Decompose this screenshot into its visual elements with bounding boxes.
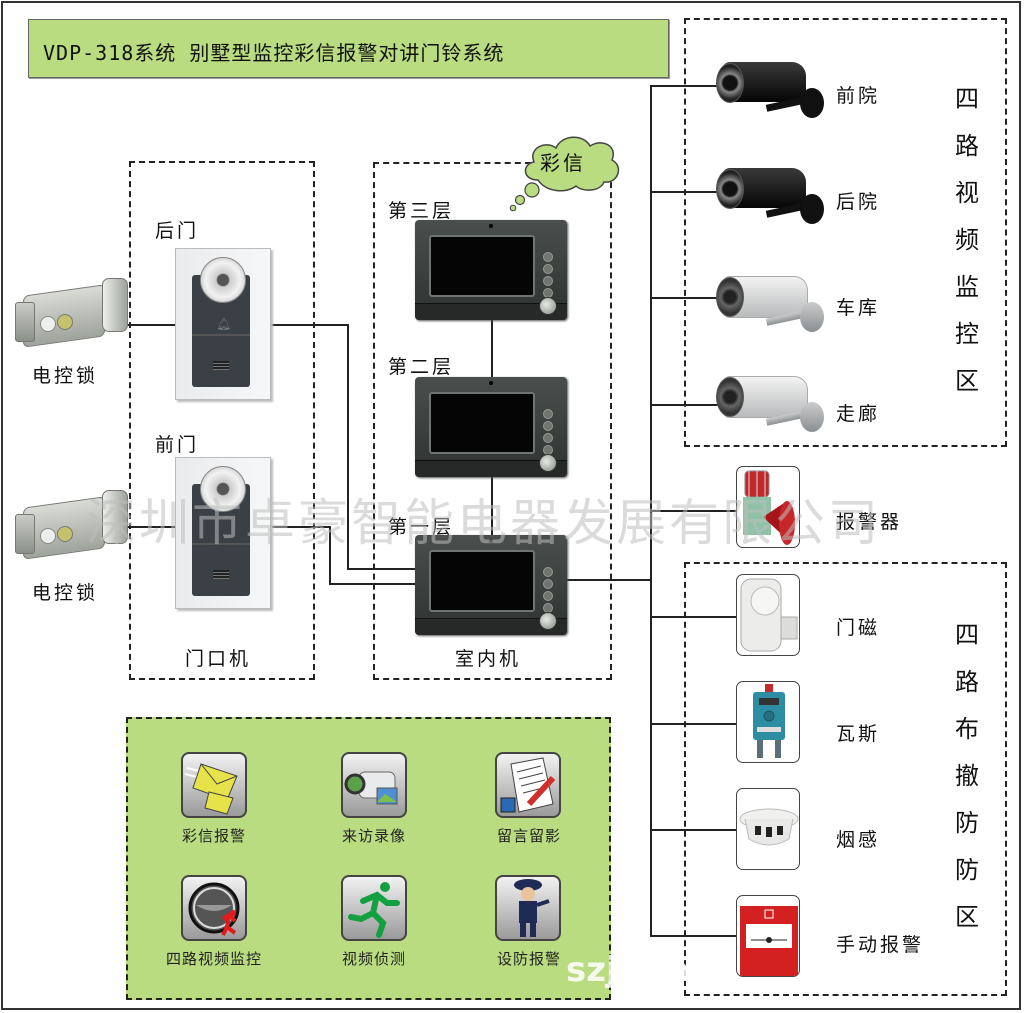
wire (329, 583, 415, 585)
wire (650, 723, 736, 725)
dome-camera-runner-icon (188, 882, 240, 936)
camera-back-yard[interactable] (716, 164, 828, 230)
wire (347, 568, 415, 570)
wire (650, 616, 736, 618)
diagram-title: VDP-318系统 别墅型监控彩信报警对讲门铃系统 (43, 41, 505, 65)
speaker-grille-icon (213, 361, 229, 370)
camera-lens-icon (716, 63, 744, 103)
monitor-screen (429, 550, 535, 612)
feature-tile-message[interactable] (495, 752, 561, 818)
unlock-key-icon (539, 454, 557, 472)
wire (567, 579, 651, 581)
wire (100, 324, 175, 326)
camera-label: 车库 (836, 297, 881, 319)
gas-detector-icon (753, 684, 785, 758)
front-door-label: 前门 (155, 434, 200, 456)
alarm-siren[interactable] (736, 466, 800, 548)
front-door-station[interactable] (175, 457, 271, 609)
unlock-key-icon (539, 297, 557, 315)
monitor-screen (429, 392, 535, 454)
mms-bubble-label: 彩信 (540, 151, 586, 175)
camera-lens-icon (716, 169, 744, 209)
indoor-unit-group-label: 室内机 (455, 648, 522, 670)
electric-lock-label: 电控锁 (32, 582, 99, 604)
camera-garage[interactable] (716, 272, 828, 338)
floor-label-3: 第三层 (388, 200, 455, 222)
sensor-label: 门磁 (836, 617, 881, 639)
title-banner: VDP-318系统 别墅型监控彩信报警对讲门铃系统 (28, 19, 669, 78)
camera-label: 后院 (836, 191, 881, 213)
wire (650, 829, 736, 831)
door-unit-group (129, 161, 315, 680)
wire (268, 324, 348, 326)
sensor-label: 烟感 (836, 829, 881, 851)
wire (100, 526, 175, 528)
door-camera-icon (200, 257, 246, 303)
bell-icon: 🔔︎ (216, 317, 232, 331)
electric-lock-label: 电控锁 (32, 365, 99, 387)
wire (347, 324, 349, 569)
feature-label: 视频侦测 (341, 950, 407, 968)
video-monitoring-zone (684, 18, 1007, 447)
wire (268, 526, 330, 528)
smoke-detector-sensor[interactable] (736, 788, 800, 870)
mms-thought-bubble (509, 136, 620, 212)
feature-label: 设防报警 (496, 950, 562, 968)
feature-tile-mms-alarm[interactable] (181, 752, 247, 818)
video-zone-title: 四路视频监控区 (955, 85, 979, 395)
indoor-unit-group (373, 162, 612, 680)
feature-label: 四路视频监控 (165, 950, 263, 968)
indoor-monitor-floor-1[interactable] (415, 535, 567, 635)
indoor-monitor-floor-2[interactable] (415, 377, 567, 477)
door-unit-group-label: 门口机 (185, 648, 252, 670)
camera-lens-icon (716, 377, 744, 417)
monitor-screen (429, 235, 535, 297)
feature-tile-video-detection[interactable] (341, 875, 407, 941)
defense-zone (684, 562, 1007, 996)
guard-icon (514, 879, 550, 937)
indoor-monitor-floor-3[interactable] (415, 220, 567, 320)
floor-label-1: 第一层 (388, 516, 455, 538)
manual-alarm-button[interactable] (736, 895, 800, 977)
mms-envelope-icon (184, 763, 238, 815)
electric-lock-front[interactable] (15, 490, 128, 560)
rear-door-label: 后门 (155, 220, 200, 242)
camcorder-icon (344, 771, 398, 805)
feature-label: 彩信报警 (181, 827, 247, 845)
rear-door-station[interactable]: 🔔︎ (175, 248, 271, 400)
camera-corridor[interactable] (716, 372, 828, 438)
memo-pencil-icon (500, 757, 556, 813)
gas-detector-sensor[interactable] (736, 681, 800, 763)
sensor-label: 瓦斯 (836, 723, 881, 745)
wire (491, 320, 493, 378)
wire (650, 510, 736, 512)
camera-label: 前院 (836, 85, 881, 107)
running-man-icon (348, 882, 400, 938)
feature-tile-arming-alarm[interactable] (495, 875, 561, 941)
camera-label: 走廊 (836, 403, 881, 425)
door-magnet-icon (740, 578, 798, 652)
smoke-detector-icon (739, 808, 799, 846)
camera-lens-icon (716, 277, 744, 317)
sensor-label: 手动报警 (836, 934, 925, 956)
alarm-siren-label: 报警器 (836, 511, 903, 533)
door-magnet-sensor[interactable] (736, 574, 800, 656)
camera-front-yard[interactable] (716, 58, 828, 124)
manual-alarm-icon (740, 906, 798, 976)
unlock-key-icon (539, 612, 557, 630)
feature-tile-visitor-recording[interactable] (341, 752, 407, 818)
wire (491, 477, 493, 535)
speaker-grille-icon (213, 570, 229, 579)
defense-zone-title: 四路布撤防防区 (955, 621, 979, 931)
floor-label-2: 第二层 (388, 356, 455, 378)
wire (329, 526, 331, 584)
electric-lock-rear[interactable] (15, 278, 128, 348)
wire (650, 935, 736, 937)
feature-label: 留言留影 (496, 827, 562, 845)
feature-tile-4ch-video[interactable] (181, 875, 247, 941)
door-camera-icon (200, 466, 246, 512)
feature-label: 来访录像 (341, 827, 407, 845)
siren-icon (743, 470, 795, 545)
